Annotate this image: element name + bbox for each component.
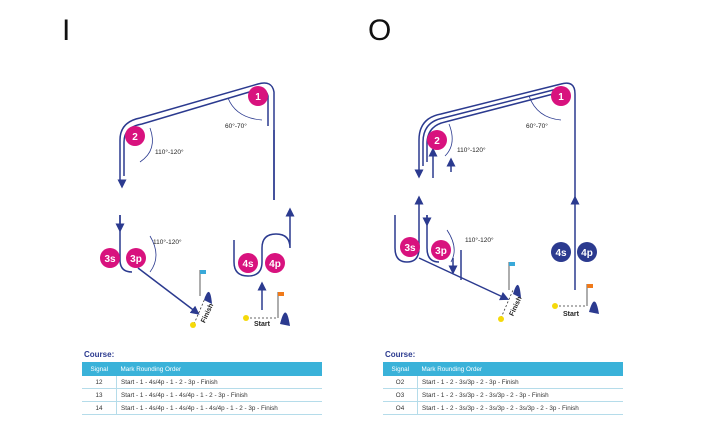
- finish-line: [193, 295, 207, 325]
- angle-arcs: [139, 97, 263, 273]
- order-cell: Start - 1 - 4s/4p - 1 - 2 - 3p - Finish: [116, 376, 322, 389]
- sailboat-icon: [589, 301, 599, 314]
- svg-text:3p: 3p: [435, 246, 447, 257]
- pin-buoy-icon: [243, 315, 249, 321]
- svg-text:4p: 4p: [581, 248, 593, 259]
- panel-title: O: [368, 14, 392, 47]
- mark-4s: 4s: [551, 242, 571, 262]
- header-signal: Signal: [383, 362, 418, 376]
- course-diagram: 1 2 3s 3p 4s 4p 60°-70° 110°-120° 110°-1…: [100, 82, 295, 328]
- finish-label: Finish: [509, 296, 524, 318]
- svg-text:3p: 3p: [130, 254, 142, 265]
- signal-cell: 14: [82, 401, 117, 415]
- svg-text:4s: 4s: [242, 259, 254, 270]
- mark-4p: 4p: [265, 253, 285, 273]
- table-row: 14 Start - 1 - 4s/4p - 1 - 4s/4p - 1 - 4…: [82, 401, 322, 415]
- finish-line: [500, 289, 514, 319]
- angle-label-mid: 110°-120°: [457, 146, 486, 154]
- signal-cell: 13: [82, 388, 117, 402]
- sailboat-icon: [513, 284, 521, 298]
- course-table: Signal Mark Rounding Order O2 Start - 1 …: [383, 362, 623, 415]
- header-order: Mark Rounding Order: [116, 362, 322, 376]
- start-label: Start: [254, 321, 271, 328]
- course-lines: [115, 82, 295, 315]
- mark-3p: 3p: [126, 248, 146, 268]
- signal-cell: O2: [383, 376, 418, 389]
- mark-3p: 3p: [431, 240, 451, 260]
- course-panel-outer: O: [361, 0, 722, 430]
- pin-buoy-icon: [498, 316, 504, 322]
- table-row: O2 Start - 1 - 2 - 3s/3p - 2 - 3p - Fini…: [383, 376, 623, 389]
- svg-text:2: 2: [434, 136, 440, 147]
- angle-arcs: [444, 95, 562, 263]
- course-lines: [394, 82, 580, 301]
- angle-label-low: 110°-120°: [465, 236, 494, 244]
- table-row: 12 Start - 1 - 4s/4p - 1 - 2 - 3p - Fini…: [82, 376, 322, 389]
- svg-text:4p: 4p: [269, 259, 281, 270]
- mark-3s: 3s: [100, 248, 120, 268]
- course-panel-inner: I: [62, 14, 322, 415]
- angle-label-mid: 110°-120°: [155, 148, 184, 156]
- mark-4s: 4s: [238, 253, 258, 273]
- table-row: 13 Start - 1 - 4s/4p - 1 - 4s/4p - 1 - 2…: [82, 388, 322, 402]
- angle-label-top: 60°-70°: [526, 122, 548, 130]
- mark-4p: 4p: [577, 242, 597, 262]
- mark-2: 2: [125, 126, 145, 146]
- svg-text:4s: 4s: [555, 248, 567, 259]
- svg-text:1: 1: [558, 92, 564, 103]
- course-label: Course:: [385, 350, 416, 359]
- header-signal: Signal: [82, 362, 117, 376]
- course-diagram: 1 2 3s 3p 4s 4p 60°-70° 110°-120° 110°-1…: [394, 82, 599, 322]
- flag-icon: [508, 262, 515, 290]
- table-header-row: Signal Mark Rounding Order: [383, 362, 623, 376]
- mark-1: 1: [248, 86, 268, 106]
- sailboat-icon: [280, 312, 290, 326]
- table-header-row: Signal Mark Rounding Order: [82, 362, 322, 376]
- mark-1: 1: [551, 86, 571, 106]
- angle-label-top: 60°-70°: [225, 122, 247, 130]
- signal-cell: O4: [383, 401, 418, 415]
- flag-icon: [586, 284, 593, 306]
- course-table: Signal Mark Rounding Order 12 Start - 1 …: [82, 362, 322, 415]
- panel-title: I: [62, 14, 71, 47]
- signal-cell: 12: [82, 376, 117, 389]
- svg-text:2: 2: [132, 132, 138, 143]
- order-cell: Start - 1 - 4s/4p - 1 - 4s/4p - 1 - 4s/4…: [116, 401, 322, 415]
- table-row: O4 Start - 1 - 2 - 3s/3p - 2 - 3s/3p - 2…: [383, 401, 623, 415]
- sailboat-icon: [204, 291, 212, 304]
- pin-buoy-icon: [552, 303, 558, 309]
- svg-text:1: 1: [255, 92, 261, 103]
- table-row: O3 Start - 1 - 2 - 3s/3p - 2 - 3s/3p - 2…: [383, 388, 623, 402]
- mark-3s: 3s: [400, 237, 420, 257]
- flag-icon: [199, 270, 206, 296]
- order-cell: Start - 1 - 2 - 3s/3p - 2 - 3s/3p - 2 - …: [417, 388, 623, 402]
- mark-2: 2: [427, 130, 447, 150]
- order-cell: Start - 1 - 4s/4p - 1 - 4s/4p - 1 - 2 - …: [116, 388, 322, 402]
- order-cell: Start - 1 - 2 - 3s/3p - 2 - 3s/3p - 2 - …: [417, 401, 623, 415]
- header-order: Mark Rounding Order: [417, 362, 623, 376]
- svg-text:3s: 3s: [104, 254, 116, 265]
- course-label: Course:: [84, 350, 115, 359]
- start-label: Start: [563, 311, 580, 318]
- svg-text:3s: 3s: [404, 243, 416, 254]
- signal-cell: O3: [383, 388, 418, 402]
- pin-buoy-icon: [190, 322, 196, 328]
- finish-label: Finish: [200, 303, 215, 325]
- angle-label-low: 110°-120°: [153, 238, 182, 246]
- flag-icon: [277, 292, 284, 318]
- order-cell: Start - 1 - 2 - 3s/3p - 2 - 3p - Finish: [417, 376, 623, 389]
